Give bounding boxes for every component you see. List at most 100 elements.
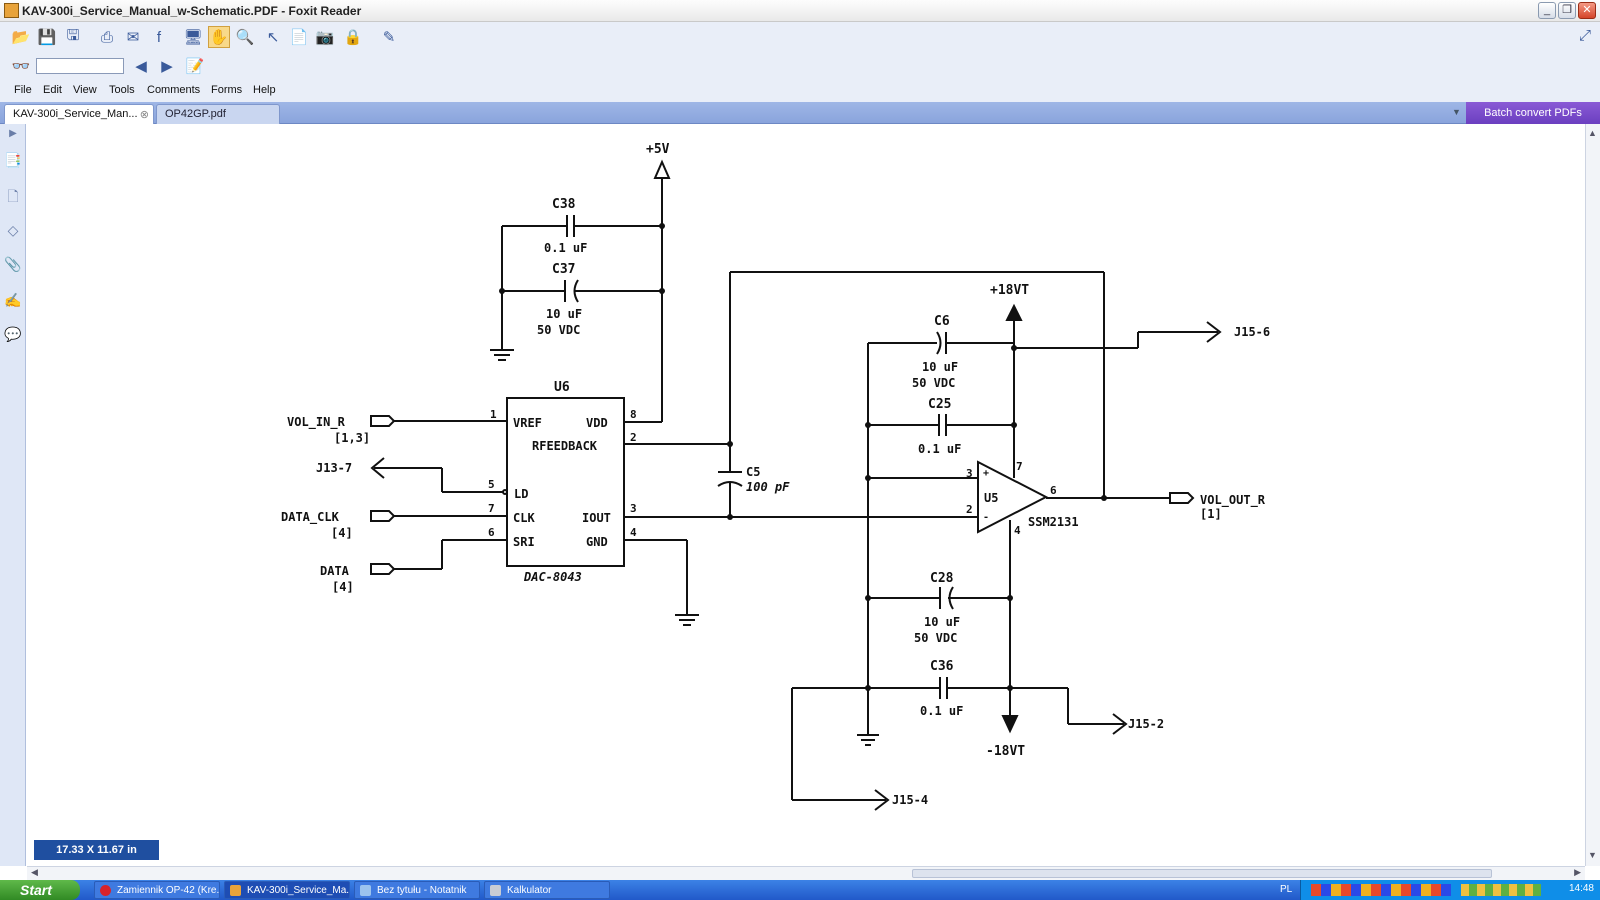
- find-next-icon[interactable]: ▶: [161, 58, 173, 75]
- pin-iout: IOUT: [582, 511, 611, 525]
- minimize-button[interactable]: _: [1538, 2, 1556, 19]
- document-view[interactable]: +5V C38 0.1 uF C37 10 uF 50 VDC U6 VREF …: [27, 124, 1585, 866]
- scroll-down-icon[interactable]: ▼: [1588, 850, 1597, 860]
- taskbar-item-label: Bez tytułu - Notatnik: [377, 885, 467, 896]
- taskbar-item-label: KAV-300i_Service_Ma...: [247, 885, 350, 896]
- tab-label: OP42GP.pdf: [165, 108, 226, 120]
- text-select-icon[interactable]: 📄: [289, 29, 309, 46]
- page-size-indicator: 17.33 X 11.67 in: [34, 840, 159, 860]
- panel-expand-icon[interactable]: ▶: [9, 128, 17, 139]
- tab-label: KAV-300i_Service_Man...: [13, 108, 138, 120]
- tab-close-icon[interactable]: ⊗: [139, 109, 149, 121]
- label-j13-7: J13-7: [316, 461, 352, 475]
- menu-comments[interactable]: Comments: [147, 84, 201, 96]
- find-toolbar: 👓 ◀ ▶ 📝: [0, 52, 1600, 80]
- label-data-ref: [4]: [332, 580, 354, 594]
- search-input[interactable]: [36, 58, 124, 74]
- sign-icon[interactable]: ✎: [382, 29, 396, 46]
- open-icon[interactable]: 📂: [11, 29, 31, 46]
- pin-vref: VREF: [513, 416, 542, 430]
- menu-view[interactable]: View: [73, 84, 97, 96]
- scroll-left-icon[interactable]: ◀: [31, 867, 38, 877]
- pin-rfeedback: RFEEDBACK: [532, 439, 598, 453]
- print-icon[interactable]: ⎙: [100, 28, 113, 46]
- taskbar-item-foxit[interactable]: KAV-300i_Service_Ma...: [224, 881, 350, 899]
- label-c28-voltage: 50 VDC: [914, 631, 957, 645]
- attachments-icon[interactable]: 📎: [4, 256, 22, 272]
- menu-edit[interactable]: Edit: [43, 84, 62, 96]
- snapshot-icon[interactable]: 📷: [315, 29, 335, 46]
- taskbar-item-label: Kalkulator: [507, 885, 552, 896]
- tray-status-icons[interactable]: [1461, 884, 1541, 896]
- label-c38-value: 0.1 uF: [544, 241, 587, 255]
- pin-sri: SRI: [513, 535, 535, 549]
- pin-vdd: VDD: [586, 416, 608, 430]
- hand-tool-icon[interactable]: ✋: [208, 26, 230, 48]
- horizontal-scroll-thumb[interactable]: [912, 869, 1492, 878]
- security-icon[interactable]: 🔒: [343, 29, 363, 46]
- facebook-icon[interactable]: f: [156, 28, 162, 46]
- tab-list-chevron-icon[interactable]: ▼: [1452, 107, 1461, 117]
- restore-button[interactable]: ❐: [1558, 2, 1576, 19]
- pin-num-6: 6: [488, 526, 495, 539]
- tab-kav-manual[interactable]: KAV-300i_Service_Man... ⊗: [4, 104, 154, 124]
- label-plus5v: +5V: [646, 142, 670, 157]
- zoom-tool-icon[interactable]: 🔍: [235, 29, 255, 46]
- menu-tools[interactable]: Tools: [109, 84, 135, 96]
- label-j15-6: J15-6: [1234, 325, 1270, 339]
- layers-icon[interactable]: ◇: [7, 222, 19, 238]
- menu-file[interactable]: File: [14, 84, 32, 96]
- pin-num-3: 3: [630, 502, 637, 515]
- email-icon[interactable]: ✉: [126, 29, 140, 46]
- label-c6-value: 10 uF: [922, 360, 958, 374]
- label-data-clk-ref: [4]: [331, 526, 353, 540]
- pin-num-8: 8: [630, 408, 637, 421]
- opamp-pin-2: 2: [966, 503, 973, 516]
- vertical-scrollbar[interactable]: ▲ ▼: [1585, 124, 1600, 866]
- bookmarks-icon[interactable]: 📑: [4, 152, 22, 168]
- scroll-right-icon[interactable]: ▶: [1574, 867, 1581, 877]
- menu-bar: File Edit View Tools Comments Forms Help: [0, 80, 1600, 102]
- binoculars-icon[interactable]: 👓: [11, 58, 31, 75]
- pin-num-7: 7: [488, 502, 495, 515]
- opamp-minus: -: [983, 512, 989, 523]
- label-minus18vt: -18VT: [986, 744, 1025, 759]
- label-c37-value: 10 uF: [546, 307, 582, 321]
- close-button[interactable]: ✕: [1578, 2, 1596, 19]
- tab-bar: KAV-300i_Service_Man... ⊗ OP42GP.pdf ▼ B…: [0, 102, 1600, 124]
- label-u6: U6: [554, 380, 570, 395]
- find-previous-icon[interactable]: ◀: [135, 58, 147, 75]
- language-indicator[interactable]: PL: [1280, 884, 1293, 895]
- label-c36: C36: [930, 659, 954, 674]
- label-c25-value: 0.1 uF: [918, 442, 961, 456]
- menu-forms[interactable]: Forms: [211, 84, 243, 96]
- comments-icon[interactable]: 💬: [4, 326, 22, 342]
- pin-num-4: 4: [630, 526, 637, 539]
- opamp-pin-4: 4: [1014, 524, 1021, 537]
- main-toolbar: 📂 💾 🖫 ⎙ ✉ f 🖥 ✋ 🔍 ↖ 📄 📷 🔒 ✎ ⤢: [0, 22, 1600, 52]
- fullscreen-icon[interactable]: 🖥: [183, 29, 203, 46]
- scroll-up-icon[interactable]: ▲: [1588, 128, 1597, 138]
- taskbar-item-notepad[interactable]: Bez tytułu - Notatnik: [354, 881, 480, 899]
- taskbar-item-opera[interactable]: Zamiennik OP-42 (Kre...: [94, 881, 220, 899]
- signatures-icon[interactable]: ✍: [4, 292, 22, 308]
- batch-convert-button[interactable]: Batch convert PDFs: [1466, 102, 1600, 124]
- label-j15-2: J15-2: [1128, 717, 1164, 731]
- opamp-pin-3: 3: [966, 467, 973, 480]
- start-button[interactable]: Start: [0, 880, 80, 900]
- find-options-icon[interactable]: 📝: [185, 58, 205, 75]
- pin-clk: CLK: [513, 511, 535, 525]
- expand-icon[interactable]: ⤢: [1578, 26, 1591, 44]
- save-icon[interactable]: 💾: [37, 29, 57, 46]
- system-tray: 14:48: [1300, 880, 1600, 900]
- taskbar-item-calculator[interactable]: Kalkulator: [484, 881, 610, 899]
- select-tool-icon[interactable]: ↖: [266, 29, 280, 46]
- tab-op42gp[interactable]: OP42GP.pdf: [156, 104, 280, 124]
- label-c36-value: 0.1 uF: [920, 704, 963, 718]
- horizontal-scrollbar[interactable]: ◀ ▶: [27, 866, 1585, 880]
- pages-icon[interactable]: 🗋: [7, 188, 19, 204]
- tray-icons[interactable]: [1311, 884, 1451, 896]
- menu-help[interactable]: Help: [253, 84, 276, 96]
- label-vol-in-r: VOL_IN_R: [287, 415, 346, 430]
- save-as-icon[interactable]: 🖫: [66, 26, 80, 44]
